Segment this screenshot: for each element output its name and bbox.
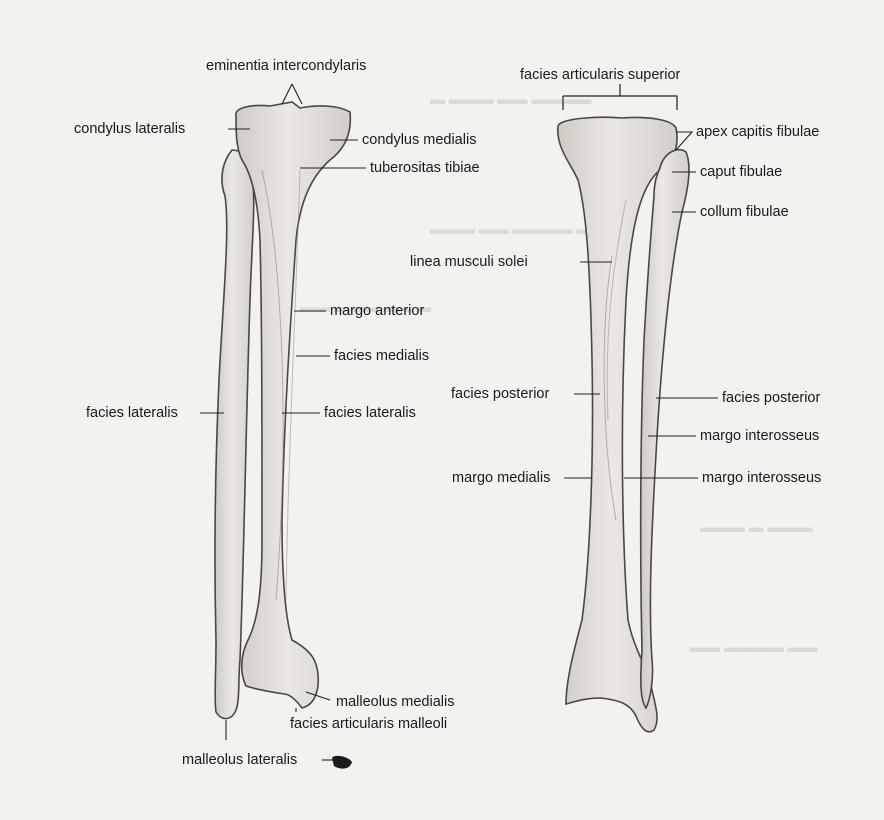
label-condylus-lateralis: condylus lateralis xyxy=(74,122,185,137)
label-facies-medialis: facies medialis xyxy=(334,349,429,364)
fibula-posterior xyxy=(641,150,689,708)
label-margo-interosseus-1: margo interosseus xyxy=(700,429,819,444)
label-margo-medialis: margo medialis xyxy=(452,471,550,486)
posterior-view xyxy=(558,84,718,732)
label-tuberositas-tibiae: tuberositas tibiae xyxy=(370,161,480,176)
label-facies-lateralis-tibia: facies lateralis xyxy=(324,406,416,421)
label-apex-capitis-fibulae: apex capitis fibulae xyxy=(696,125,819,140)
articular-bracket xyxy=(563,84,677,110)
label-caput-fibulae: caput fibulae xyxy=(700,165,782,180)
label-margo-anterior: margo anterior xyxy=(330,304,424,319)
ink-mark xyxy=(332,756,352,769)
label-facies-lateralis-fibula: facies lateralis xyxy=(86,406,178,421)
label-facies-articularis-superior: facies articularis superior xyxy=(520,68,680,83)
label-facies-articularis-malleoli: facies articularis malleoli xyxy=(290,717,447,732)
label-collum-fibulae: collum fibulae xyxy=(700,205,789,220)
label-margo-interosseus-2: margo interosseus xyxy=(702,471,821,486)
label-facies-posterior-fibula: facies posterior xyxy=(722,391,820,406)
label-linea-musculi-solei: linea musculi solei xyxy=(410,255,528,270)
label-facies-posterior-tibia: facies posterior xyxy=(451,387,549,402)
label-condylus-medialis: condylus medialis xyxy=(362,133,476,148)
fibula-anterior xyxy=(215,150,254,719)
label-malleolus-lateralis: malleolus lateralis xyxy=(182,753,297,768)
anterior-view xyxy=(200,84,366,769)
label-malleolus-medialis: malleolus medialis xyxy=(336,695,454,710)
label-eminentia-intercondylaris: eminentia intercondylaris xyxy=(206,59,366,74)
